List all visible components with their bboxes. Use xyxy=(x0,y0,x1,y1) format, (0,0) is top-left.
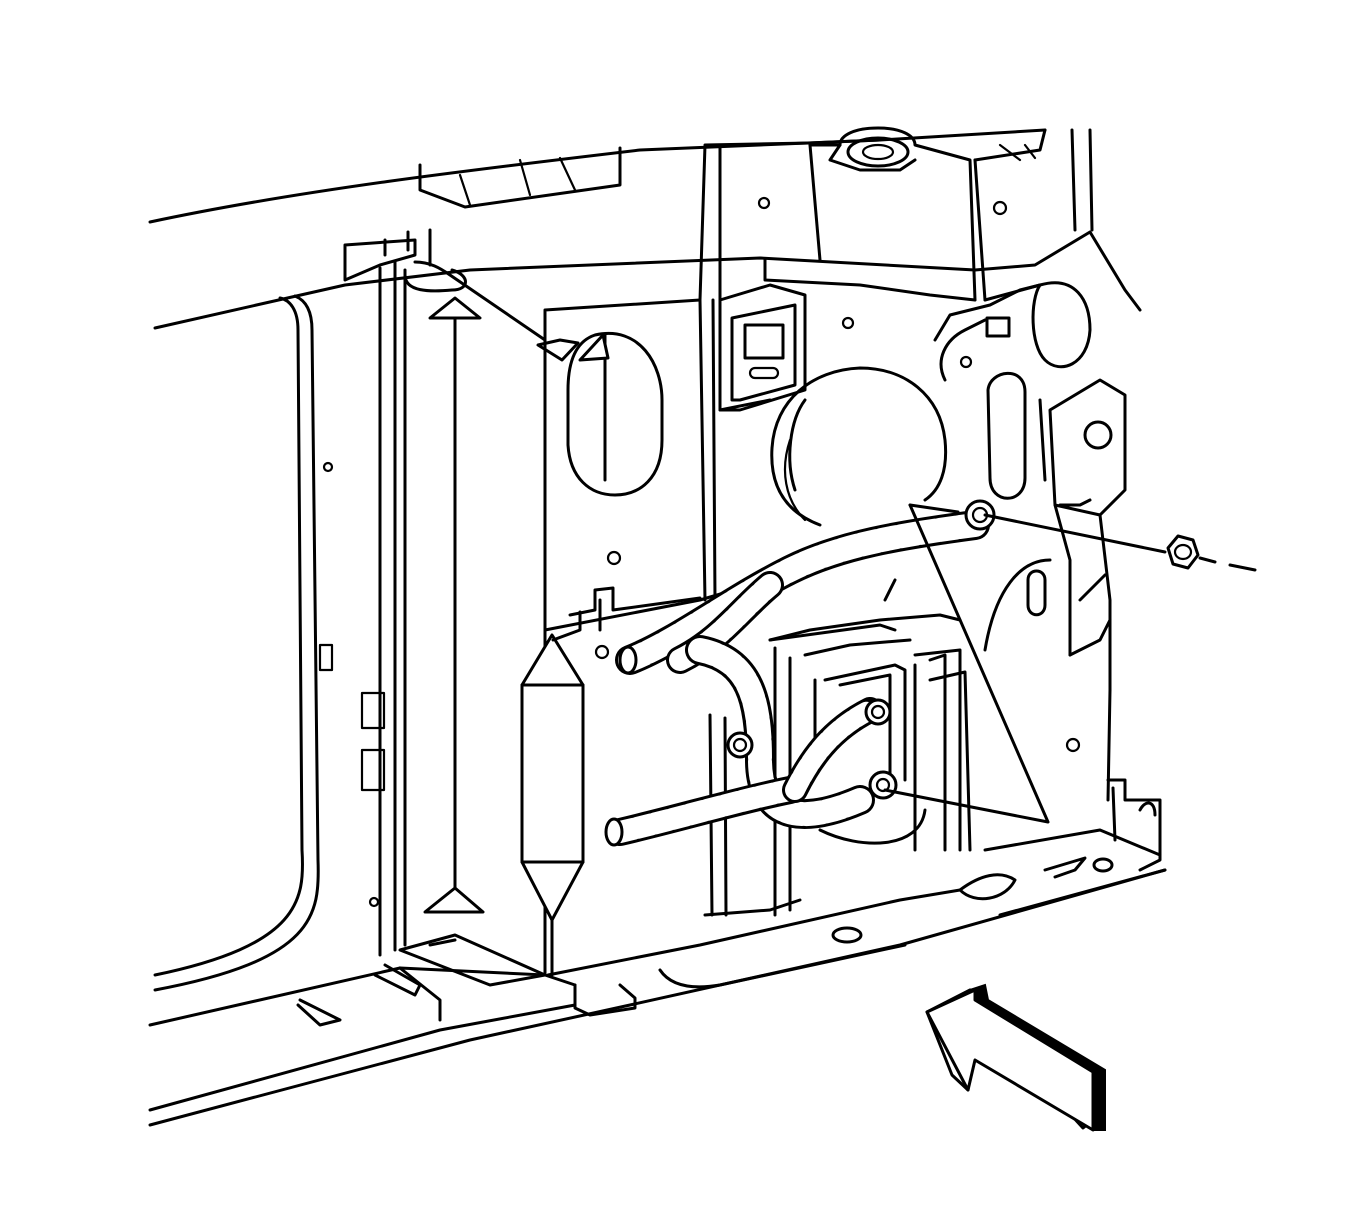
radiator-support-panel xyxy=(536,138,882,660)
right-side-panel xyxy=(933,281,1162,872)
harness-nut xyxy=(1166,534,1200,570)
module-bracket xyxy=(708,578,972,917)
left-outer-panel xyxy=(153,294,386,992)
callout-lines xyxy=(883,503,1257,824)
hood-latch-bracket xyxy=(520,633,585,977)
headlamp-bracket xyxy=(718,283,807,412)
left-vertical-rail xyxy=(343,228,547,987)
lower-crossmember xyxy=(148,808,1167,1127)
wiring-harness xyxy=(604,499,996,847)
view-direction-arrow xyxy=(925,983,1106,1132)
upper-right-structure xyxy=(763,126,1142,312)
large-round-opening xyxy=(770,366,948,527)
